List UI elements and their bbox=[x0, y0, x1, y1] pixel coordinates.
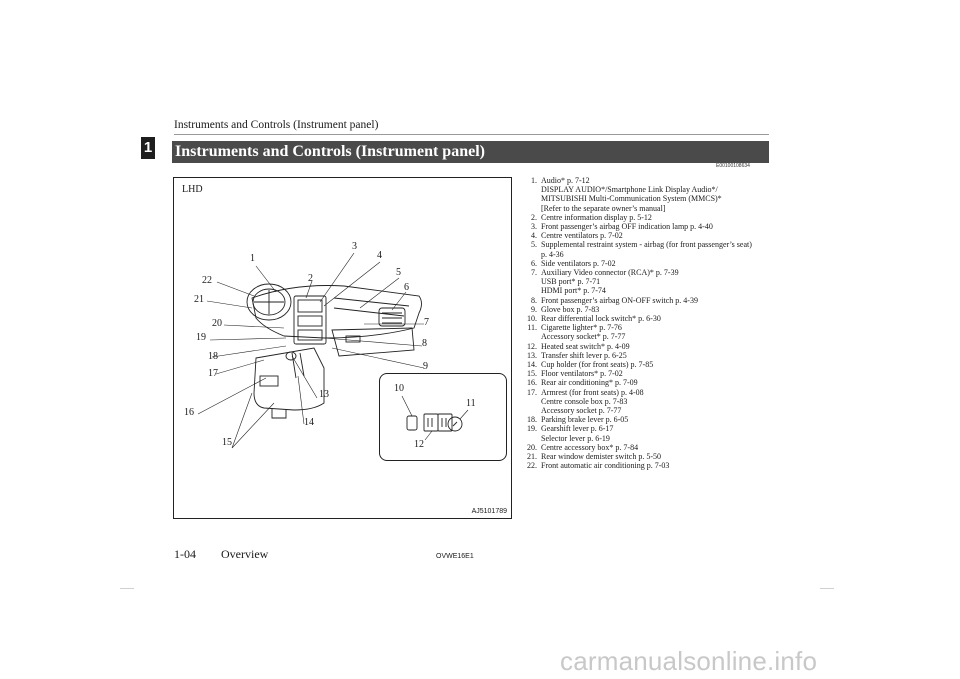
section-code: E00100108634 bbox=[716, 163, 750, 169]
callout-label: 14 bbox=[304, 417, 314, 428]
list-item: 14.Cup holder (for front seats) p. 7-85 bbox=[527, 360, 654, 370]
figure-label: LHD bbox=[182, 184, 203, 195]
footer-section-name: Overview bbox=[221, 547, 269, 561]
callout-label: 4 bbox=[377, 250, 382, 261]
list-item: 21.Rear window demister switch p. 5-50 bbox=[527, 452, 661, 462]
list-item: 3.Front passenger’s airbag OFF indicatio… bbox=[531, 222, 713, 232]
callout-label: 19 bbox=[196, 332, 206, 343]
callout-label: 6 bbox=[404, 282, 409, 293]
callout-label: 16 bbox=[184, 407, 194, 418]
callout-label: 2 bbox=[308, 273, 313, 284]
list-item: 7.Auxiliary Video connector (RCA)* p. 7-… bbox=[531, 268, 679, 296]
callout-label: 8 bbox=[422, 338, 427, 349]
list-item: 10.Rear differential lock switch* p. 6-3… bbox=[527, 314, 661, 324]
callout-label: 17 bbox=[208, 368, 218, 379]
crop-mark bbox=[820, 588, 834, 589]
inset-switch-panel: 10 11 12 bbox=[379, 373, 507, 461]
callout-label: 5 bbox=[396, 267, 401, 278]
section-title: Instruments and Controls (Instrument pan… bbox=[172, 141, 769, 163]
callout-label: 21 bbox=[194, 294, 204, 305]
instrument-panel-figure: LHD 1 2 3 4 5 6 7 8 9 13 14 15 16 17 18 … bbox=[173, 177, 512, 519]
list-item: 13.Transfer shift lever p. 6-25 bbox=[527, 350, 627, 360]
header-rule bbox=[174, 134, 769, 135]
list-item: 22.Front automatic air conditioning p. 7… bbox=[527, 461, 670, 471]
list-item: 15.Floor ventilators* p. 7-02 bbox=[527, 369, 623, 379]
list-item: 9.Glove box p. 7-83 bbox=[531, 304, 600, 314]
callout-label: 22 bbox=[202, 275, 212, 286]
list-item: 16.Rear air conditioning* p. 7-09 bbox=[527, 378, 638, 388]
document-code: OVWE16E1 bbox=[436, 553, 474, 560]
figure-id: AJ5101789 bbox=[471, 508, 507, 515]
callout-label: 12 bbox=[414, 439, 424, 450]
list-item: 5.Supplemental restraint system - airbag… bbox=[531, 240, 752, 259]
callout-label: 11 bbox=[466, 398, 476, 409]
callout-label: 10 bbox=[394, 383, 404, 394]
list-item: 8.Front passenger’s airbag ON-OFF switch… bbox=[531, 295, 698, 305]
crop-mark bbox=[120, 588, 134, 589]
callout-label: 15 bbox=[222, 437, 232, 448]
list-item: 6.Side ventilators p. 7-02 bbox=[531, 258, 616, 268]
chapter-tab: 1 bbox=[141, 137, 155, 159]
list-item: 20.Centre accessory box* p. 7-84 bbox=[527, 442, 639, 452]
callout-label: 7 bbox=[424, 317, 429, 328]
running-title: Instruments and Controls (Instrument pan… bbox=[174, 119, 379, 131]
callout-label: 18 bbox=[208, 351, 218, 362]
dashboard-illustration bbox=[197, 252, 425, 449]
callout-label: 9 bbox=[423, 361, 428, 372]
switch-panel-illustration bbox=[401, 395, 469, 441]
watermark: carmanualsonline.info bbox=[560, 646, 818, 676]
callout-label: 13 bbox=[319, 389, 329, 400]
list-item: 4.Centre ventilators p. 7-02 bbox=[531, 231, 623, 241]
list-item: 2.Centre information display p. 5-12 bbox=[531, 212, 652, 222]
callout-label: 1 bbox=[250, 253, 255, 264]
list-item: 12.Heated seat switch* p. 4-09 bbox=[527, 341, 630, 351]
page-number: 1-04 bbox=[174, 547, 196, 561]
callout-label: 20 bbox=[212, 318, 222, 329]
callout-label: 3 bbox=[352, 241, 357, 252]
list-item: 18.Parking brake lever p. 6-05 bbox=[527, 415, 629, 425]
